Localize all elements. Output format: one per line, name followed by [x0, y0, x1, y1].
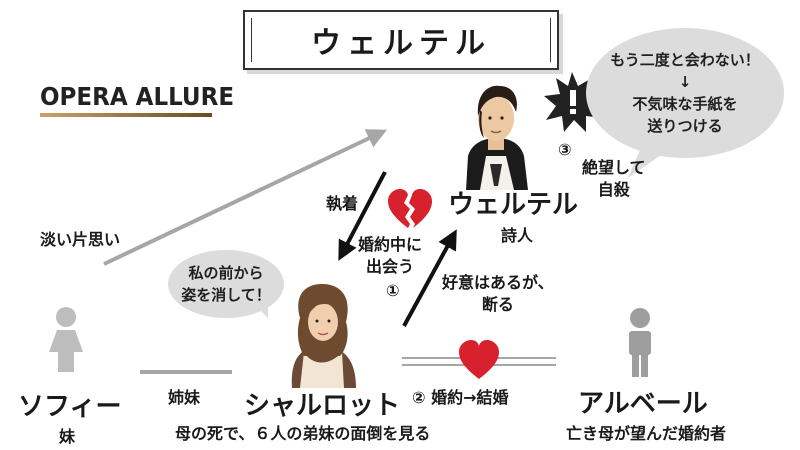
broken-heart-icon [388, 189, 432, 228]
meet-label: 婚約中に 出会う [358, 234, 422, 278]
charlotte-bubble-line-1: 私の前から [188, 264, 264, 282]
step3-text: 絶望して 自殺 [582, 157, 646, 201]
albert-role: 亡き母が望んだ婚約者 [566, 424, 727, 443]
werther-speech-bubble: もう二度と会わない！ ↓ 不気味な手紙を 送りつける [586, 28, 784, 158]
step3-text-line-1: 絶望して [582, 158, 646, 177]
affection-arrow [402, 229, 457, 327]
affection-label-line-2: 断る [481, 295, 514, 314]
werther-name: ウェルテル [448, 190, 579, 220]
charlotte-note: 母の死で、６人の弟妹の面倒を見る [175, 424, 431, 443]
werther-role: 詩人 [501, 226, 534, 245]
step1-number: ① [386, 281, 400, 300]
albert-name: アルベール [578, 389, 708, 419]
logo-underline [40, 113, 212, 117]
sophie-figure-icon [49, 307, 83, 372]
charlotte-bubble-line-2: 姿を消して！ [181, 286, 271, 304]
sophie-role: 妹 [59, 427, 76, 446]
werther-bubble-line-3: 不気味な手紙を [632, 95, 738, 113]
werther-portrait [466, 85, 528, 190]
meet-label-line-2: 出会う [366, 257, 415, 276]
obsession-arrow [338, 171, 387, 261]
albert-figure-icon [629, 308, 651, 377]
page-title: ウェルテル [311, 26, 491, 61]
affection-label-line-1: 好意はあるが、 [442, 273, 554, 292]
charlotte-name: シャルロット [244, 391, 401, 421]
charlotte-portrait [291, 284, 356, 388]
step2-label: ② 婚約→結婚 [412, 388, 509, 407]
sophie-name: ソフィー [18, 392, 122, 422]
meet-label-line-1: 婚約中に [358, 235, 423, 254]
unrequited-arrow [103, 129, 388, 266]
heart-icon [459, 340, 499, 379]
unrequited-label: 淡い片思い [40, 230, 121, 249]
opera-allure-logo: OPERA ALLURE [40, 82, 234, 117]
sisters-label: 姉妹 [168, 388, 201, 407]
step3-text-line-2: 自殺 [597, 180, 630, 199]
werther-bubble-line-2: ↓ [678, 73, 692, 91]
step3-number: ③ [558, 140, 572, 159]
werther-bubble-line-4: 送りつける [647, 117, 723, 135]
werther-bubble-tail [628, 150, 668, 178]
werther-bubble-line-1: もう二度と会わない！ [610, 51, 760, 69]
obsession-label: 執着 [326, 194, 359, 213]
title-box: ウェルテル [243, 10, 559, 70]
charlotte-speech-bubble: 私の前から 姿を消して！ [168, 250, 284, 318]
affection-label: 好意はあるが、 断る [442, 272, 554, 316]
